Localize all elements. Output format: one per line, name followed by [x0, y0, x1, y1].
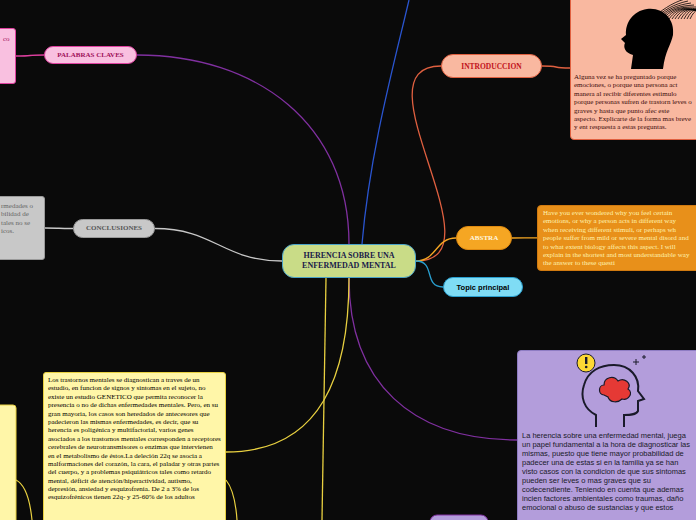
- node-text: CONCLUSIONES: [86, 224, 142, 232]
- note-box: La herencia sobre una enfermedad mental,…: [517, 350, 696, 520]
- branch-connector: [416, 261, 443, 287]
- node-text: Los trastornos mentales se diagnostican …: [48, 376, 221, 502]
- note-box: Have you ever wondered why you feel cert…: [537, 205, 696, 271]
- note-box: Alguna vez se ha preguntado porque emoci…: [570, 0, 696, 140]
- node-text: La herencia sobre una enfermedad mental,…: [522, 431, 691, 512]
- note-box: Los trastornos mentales se diagnostican …: [43, 372, 226, 520]
- cut-pill: [430, 515, 488, 520]
- topic-pill: Topic principal: [443, 277, 523, 297]
- keyword-box: co: [0, 28, 16, 84]
- node-text: Topic principal: [457, 283, 510, 292]
- node-text: Have you ever wondered why you feel cert…: [543, 209, 691, 268]
- branch-line: [16, 480, 32, 520]
- branch-connector: [542, 66, 570, 68]
- note-box: rmedades o bilidad de tales no se icos.: [0, 196, 45, 260]
- node-text: PALABRAS CLAVES: [57, 51, 123, 59]
- node-text: INTRODUCCION: [461, 62, 521, 71]
- node-text: ABSTRA: [470, 234, 498, 242]
- branch-line: [226, 480, 237, 520]
- topic-pill: INTRODUCCION: [441, 54, 542, 78]
- branch-connector: [349, 278, 517, 440]
- head-illustration: [571, 0, 696, 69]
- branch-connector: [45, 227, 73, 229]
- branch-connector: [137, 55, 349, 244]
- head-icon: [518, 351, 696, 431]
- topic-pill: CONCLUSIONES: [73, 219, 155, 238]
- branch-connector: [155, 229, 282, 262]
- branch-line: [362, 0, 409, 244]
- topic-pill: ABSTRA: [456, 226, 512, 250]
- node-text: Alguna vez se ha preguntado porque emoci…: [574, 73, 693, 132]
- branch-connector: [226, 278, 349, 452]
- branch-connector: [412, 66, 445, 261]
- branch-connector: [416, 238, 456, 261]
- node-text: co: [3, 35, 13, 43]
- cut-box: [0, 405, 16, 520]
- branch-connector: [16, 55, 44, 56]
- node-text: rmedades o bilidad de tales no se icos.: [1, 202, 42, 236]
- topic-pill: PALABRAS CLAVES: [44, 46, 137, 64]
- node-text: HERENCIA SOBRE UNA ENFERMEDAD MENTAL: [289, 251, 409, 270]
- branch-connector: [512, 237, 537, 238]
- central-topic: HERENCIA SOBRE UNA ENFERMEDAD MENTAL: [282, 244, 416, 278]
